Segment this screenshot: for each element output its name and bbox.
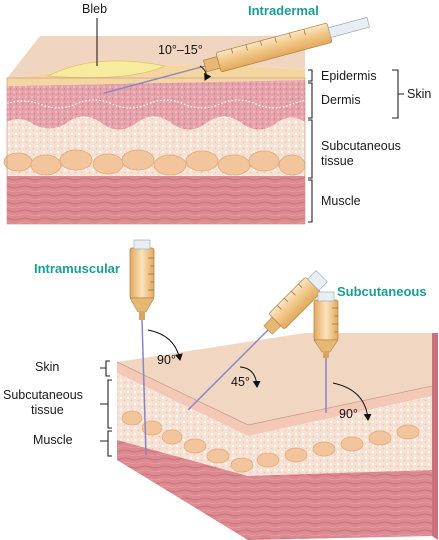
subcutaneous-45-angle-label: 45° (231, 375, 250, 389)
subcutaneous-90-angle-label: 90° (339, 407, 358, 421)
intradermal-syringe (103, 17, 370, 94)
skin-label: Skin (407, 87, 431, 101)
subcutaneous-45-syringe (187, 270, 328, 411)
dermis-boundary (6, 99, 306, 109)
muscle-layer (7, 176, 305, 224)
muscle-label: Muscle (321, 194, 361, 208)
subcutaneous-label-2: tissue (321, 154, 354, 168)
bottom-layer-labels: Skin Subcutaneous tissue Muscle (3, 360, 112, 457)
slab-muscle (117, 440, 432, 540)
slab-fat-lobules (121, 410, 420, 473)
bleb-label: Bleb (82, 2, 107, 16)
dermis-label: Dermis (321, 93, 361, 107)
slab-side-face (432, 333, 438, 540)
subcutaneous-label-1: Subcutaneous (321, 139, 401, 153)
intramuscular-title: Intramuscular (34, 261, 120, 276)
bottom-muscle-label: Muscle (33, 433, 73, 447)
tissue-slab (116, 333, 438, 540)
epidermis-label: Epidermis (321, 69, 377, 83)
top-layer-labels: Epidermis Dermis Skin Subcutaneous tissu… (308, 69, 431, 223)
bottom-subcutaneous-label-1: Subcutaneous (3, 388, 83, 402)
slab-skin-band (117, 362, 432, 436)
intradermal-block (3, 17, 370, 225)
slab-top-face (117, 333, 432, 425)
intramuscular-angle-label: 90° (157, 353, 176, 367)
fat-lobules (3, 149, 306, 176)
bottom-subcutaneous-label-2: tissue (31, 403, 64, 417)
bleb (46, 60, 167, 79)
subcutaneous-90-syringe (313, 291, 372, 421)
intramuscular-syringe (129, 239, 183, 456)
subcutaneous-title: Subcutaneous (337, 284, 427, 299)
block-outline (6, 77, 306, 225)
dermis-layer (7, 80, 305, 130)
intradermal-angle-label: 10°–15° (158, 43, 203, 57)
bottom-skin-label: Skin (35, 360, 59, 374)
intradermal-title: Intradermal (248, 3, 319, 18)
